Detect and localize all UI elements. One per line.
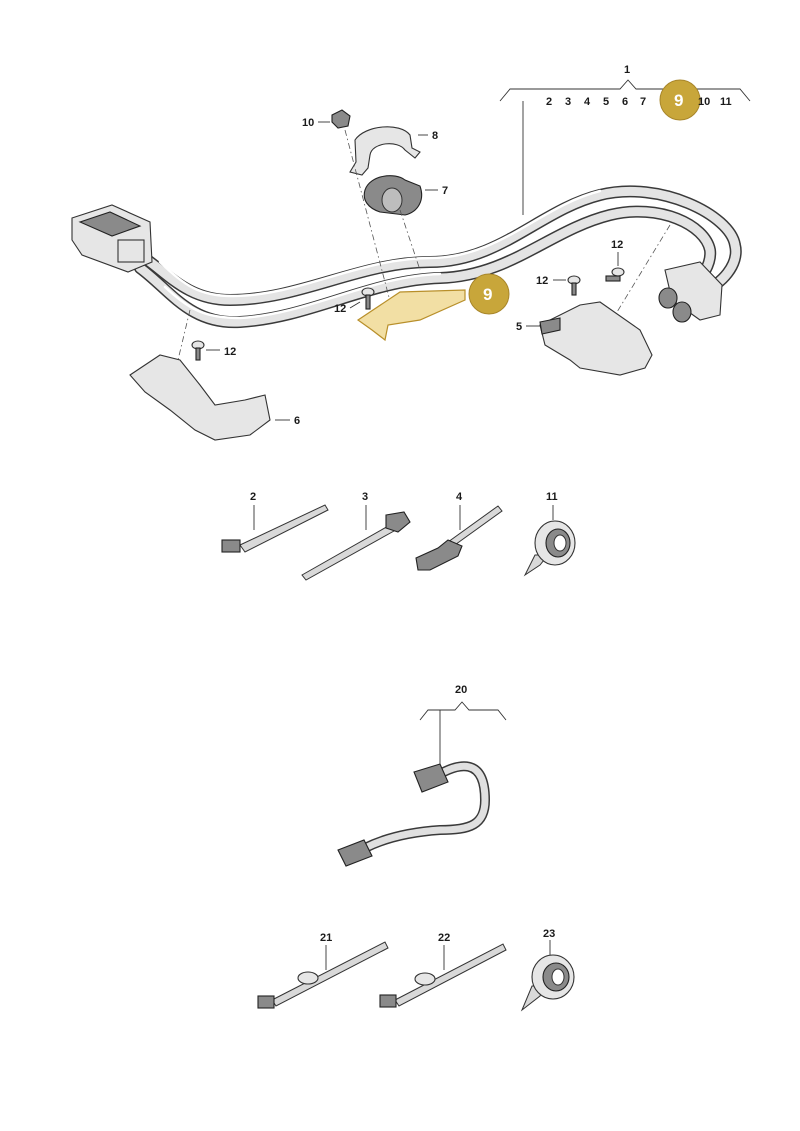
group-1-label: 1 — [624, 64, 630, 76]
cable-tie-21: 21 — [257, 932, 389, 1009]
highlight-marker-plate[interactable] — [468, 273, 510, 315]
callout-12-mid: 12 — [334, 303, 346, 315]
fitting-port-b — [672, 301, 692, 323]
connector-latch — [78, 211, 142, 237]
bracket-clip-part: 8 — [349, 126, 438, 176]
bracket-left-part: 6 12 — [129, 340, 300, 441]
group-1-child-5: 5 — [603, 96, 609, 108]
callout-5: 5 — [516, 321, 522, 333]
cable-tie-4: 4 — [415, 491, 503, 571]
callout-2: 2 — [250, 491, 256, 503]
callout-22: 22 — [438, 932, 450, 944]
tape-roll-11: 11 — [523, 491, 576, 577]
group-1-child-6: 6 — [622, 96, 628, 108]
group-1-child-7: 7 — [640, 96, 646, 108]
bracket-right-part: 5 12 12 — [516, 239, 653, 376]
callout-3: 3 — [362, 491, 368, 503]
hose-assembly: 20 — [337, 684, 507, 867]
cable-tie-3: 3 — [301, 491, 411, 581]
callout-21: 21 — [320, 932, 332, 944]
callout-12-right-b: 12 — [611, 239, 623, 251]
callout-12-left: 12 — [224, 346, 236, 358]
callout-12-right-a: 12 — [536, 275, 548, 287]
callout-4: 4 — [456, 491, 463, 503]
guide-line-a — [344, 129, 396, 321]
callout-11: 11 — [546, 491, 558, 503]
group-1-child-11: 11 — [720, 96, 732, 108]
group-1-child-10: 10 — [698, 96, 710, 108]
holder-plate-part[interactable]: 9 — [356, 273, 510, 342]
cable-tie-22: 22 — [379, 932, 507, 1008]
guide-line-b — [399, 209, 421, 271]
highlight-marker-top[interactable] — [659, 79, 701, 121]
group-1-child-2: 2 — [546, 96, 552, 108]
screw-mid-part: 12 — [334, 287, 375, 315]
damper-part: 7 — [363, 175, 448, 216]
callout-6: 6 — [294, 415, 300, 427]
group-1-bracket: 1 2 3 4 5 6 7 9 10 11 — [499, 64, 751, 215]
tape-roll-23: 23 — [520, 928, 575, 1012]
group-1-child-3: 3 — [565, 96, 571, 108]
connector-collar — [117, 239, 145, 263]
callout-23: 23 — [543, 928, 555, 940]
nut-part: 10 — [302, 109, 351, 129]
callout-20: 20 — [455, 684, 467, 696]
coolant-pipe-assembly — [71, 185, 742, 329]
callout-9-highlight[interactable]: 9 — [483, 285, 492, 304]
group-1-child-9-highlight[interactable]: 9 — [674, 91, 683, 110]
group-1-child-4: 4 — [584, 96, 591, 108]
callout-8: 8 — [432, 130, 438, 142]
callout-7: 7 — [442, 185, 448, 197]
cable-tie-2: 2 — [221, 491, 329, 553]
callout-10: 10 — [302, 117, 314, 129]
fitting-port-a — [658, 287, 678, 309]
